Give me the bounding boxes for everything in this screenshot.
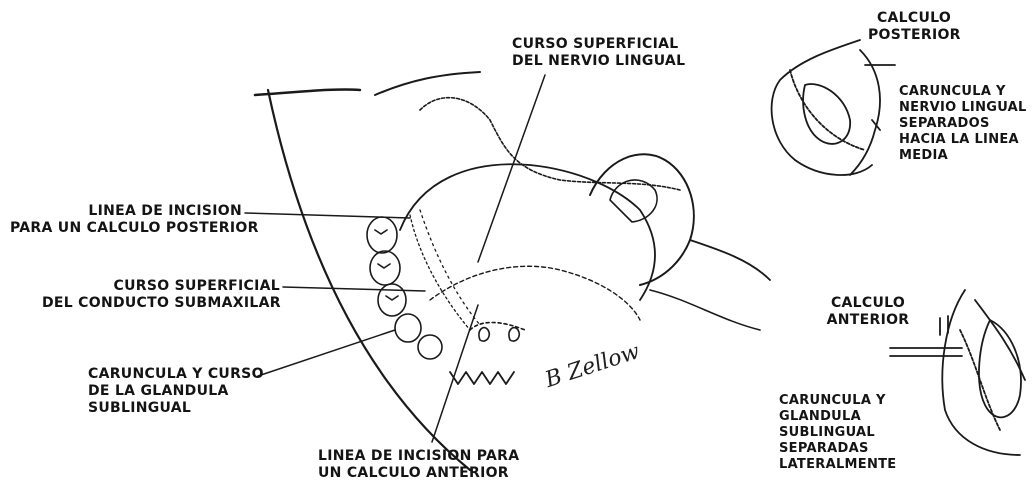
label-calculo-posterior-title: CALCULO POSTERIOR: [868, 10, 960, 44]
anterior-desc-line4: SEPARADAS: [779, 441, 896, 457]
label-conducto-line1: CURSO SUPERFICIAL: [42, 278, 280, 295]
label-incision-posterior: LINEA DE INCISION PARA UN CALCULO POSTER…: [10, 203, 242, 237]
posterior-desc-line3: SEPARADOS: [899, 116, 1027, 132]
teeth-row: [367, 217, 514, 384]
calculo-posterior-line1: CALCULO: [868, 10, 960, 27]
palate-contour: [420, 98, 680, 190]
duct-course: [410, 215, 470, 330]
anterior-desc-line3: SUBLINGUAL: [779, 425, 896, 441]
tongue-underside: [430, 266, 640, 320]
posterior-desc-line4: HACIA LA LINEA: [899, 132, 1027, 148]
leader-caruncula: [258, 330, 395, 376]
calculo-anterior-line1: CALCULO: [818, 295, 918, 312]
jaw-outline: [268, 90, 470, 470]
inset-posterior: [772, 40, 895, 175]
label-calculo-anterior-desc: CARUNCULA Y GLANDULA SUBLINGUAL SEPARADA…: [779, 393, 896, 473]
label-nervio-line1: CURSO SUPERFICIAL: [512, 36, 685, 53]
fingernail: [610, 180, 657, 222]
label-nervio-lingual: CURSO SUPERFICIAL DEL NERVIO LINGUAL: [512, 36, 685, 70]
label-conducto-line2: DEL CONDUCTO SUBMAXILAR: [42, 295, 280, 312]
calculo-posterior-line2: POSTERIOR: [868, 27, 960, 44]
leader-incision-posterior: [245, 213, 410, 218]
posterior-desc-line1: CARUNCULA Y: [899, 84, 1027, 100]
posterior-desc-line5: MEDIA: [899, 148, 1027, 164]
label-conducto-submaxilar: CURSO SUPERFICIAL DEL CONDUCTO SUBMAXILA…: [42, 278, 280, 312]
calculo-anterior-line2: ANTERIOR: [818, 312, 918, 329]
label-incision-anterior-line2: UN CALCULO ANTERIOR: [318, 465, 519, 482]
anterior-desc-line1: CARUNCULA Y: [779, 393, 896, 409]
leader-conducto: [283, 287, 425, 291]
posterior-desc-line2: NERVIO LINGUAL: [899, 100, 1027, 116]
hand-edge: [690, 240, 770, 280]
label-caruncula-line2: DE LA GLANDULA: [88, 383, 264, 400]
label-incision-posterior-line1: LINEA DE INCISION: [10, 203, 242, 220]
label-nervio-line2: DEL NERVIO LINGUAL: [512, 53, 685, 70]
lip-curve: [375, 72, 480, 95]
hand-lower: [650, 290, 760, 330]
leader-incision-anterior: [432, 305, 478, 442]
label-caruncula-line3: SUBLINGUAL: [88, 400, 264, 417]
anterior-desc-line5: LATERALMENTE: [779, 457, 896, 473]
label-incision-anterior: LINEA DE INCISION PARA UN CALCULO ANTERI…: [318, 448, 519, 482]
leader-nervio: [478, 75, 545, 262]
label-caruncula-line1: CARUNCULA Y CURSO: [88, 366, 264, 383]
label-incision-posterior-line2: PARA UN CALCULO POSTERIOR: [10, 220, 242, 237]
label-calculo-anterior-title: CALCULO ANTERIOR: [818, 295, 918, 329]
label-incision-anterior-line1: LINEA DE INCISION PARA: [318, 448, 519, 465]
anterior-desc-line2: GLANDULA: [779, 409, 896, 425]
label-caruncula-glandula: CARUNCULA Y CURSO DE LA GLANDULA SUBLING…: [88, 366, 264, 417]
caruncles: [470, 323, 525, 342]
upper-lip-line: [255, 89, 360, 95]
tongue-mass: [400, 164, 655, 300]
label-calculo-posterior-desc: CARUNCULA Y NERVIO LINGUAL SEPARADOS HAC…: [899, 84, 1027, 164]
